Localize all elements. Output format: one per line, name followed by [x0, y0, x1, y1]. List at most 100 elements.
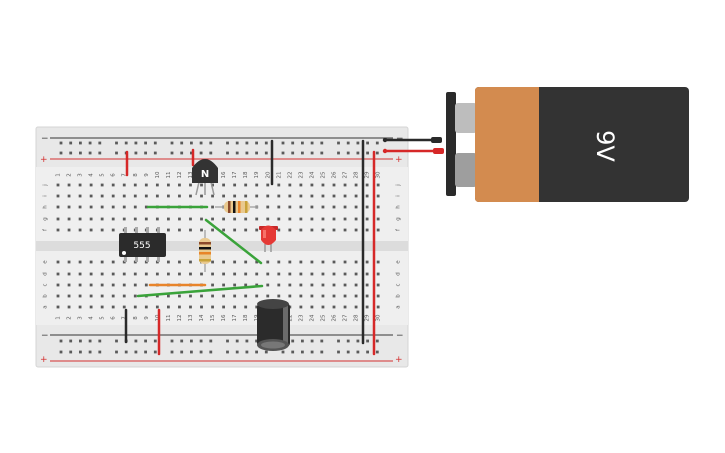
terminal-hole[interactable]	[332, 228, 336, 232]
terminal-hole[interactable]	[255, 183, 259, 187]
terminal-hole[interactable]	[167, 272, 170, 276]
terminal-hole[interactable]	[189, 272, 192, 276]
rail-hole[interactable]	[134, 151, 138, 155]
terminal-hole[interactable]	[299, 217, 303, 221]
terminal-hole[interactable]	[78, 283, 82, 287]
terminal-hole[interactable]	[100, 260, 104, 264]
rail-hole[interactable]	[337, 339, 340, 343]
terminal-hole[interactable]	[244, 260, 248, 264]
rail-hole[interactable]	[98, 339, 102, 343]
terminal-hole[interactable]	[255, 228, 259, 232]
resistor-horizontal[interactable]	[215, 201, 258, 213]
terminal-hole[interactable]	[133, 283, 137, 287]
terminal-hole[interactable]	[343, 217, 347, 221]
terminal-hole[interactable]	[67, 194, 71, 198]
terminal-hole[interactable]	[56, 183, 60, 187]
terminal-hole[interactable]	[244, 305, 248, 309]
terminal-hole[interactable]	[288, 205, 292, 209]
terminal-hole[interactable]	[133, 194, 137, 198]
rail-hole[interactable]	[170, 151, 174, 155]
rail-hole[interactable]	[366, 151, 369, 155]
terminal-hole[interactable]	[343, 283, 347, 287]
terminal-hole[interactable]	[266, 205, 270, 209]
terminal-hole[interactable]	[266, 217, 270, 221]
terminal-hole[interactable]	[376, 228, 380, 232]
terminal-hole[interactable]	[89, 305, 93, 309]
terminal-hole[interactable]	[244, 217, 248, 221]
electrolytic-capacitor[interactable]	[257, 299, 290, 351]
terminal-hole[interactable]	[332, 283, 336, 287]
terminal-hole[interactable]	[144, 205, 148, 209]
terminal-hole[interactable]	[222, 217, 225, 221]
terminal-hole[interactable]	[310, 194, 314, 198]
terminal-hole[interactable]	[332, 217, 336, 221]
rail-hole[interactable]	[199, 339, 203, 343]
terminal-hole[interactable]	[288, 283, 292, 287]
rail-hole[interactable]	[264, 151, 268, 155]
terminal-hole[interactable]	[155, 194, 159, 198]
terminal-hole[interactable]	[376, 205, 380, 209]
terminal-hole[interactable]	[277, 260, 281, 264]
terminal-hole[interactable]	[354, 217, 358, 221]
terminal-hole[interactable]	[111, 305, 115, 309]
rail-hole[interactable]	[209, 350, 213, 354]
rail-hole[interactable]	[375, 151, 379, 155]
terminal-hole[interactable]	[244, 194, 248, 198]
rail-hole[interactable]	[291, 141, 295, 145]
terminal-hole[interactable]	[167, 228, 170, 232]
rail-hole[interactable]	[144, 339, 147, 343]
terminal-hole[interactable]	[354, 294, 358, 298]
terminal-hole[interactable]	[178, 194, 181, 198]
terminal-hole[interactable]	[200, 217, 203, 221]
terminal-hole[interactable]	[178, 183, 181, 187]
rail-hole[interactable]	[310, 339, 314, 343]
terminal-hole[interactable]	[343, 194, 347, 198]
terminal-hole[interactable]	[332, 260, 336, 264]
terminal-hole[interactable]	[233, 283, 237, 287]
terminal-hole[interactable]	[354, 272, 358, 276]
terminal-hole[interactable]	[354, 183, 358, 187]
terminal-hole[interactable]	[310, 283, 314, 287]
terminal-hole[interactable]	[89, 272, 93, 276]
terminal-hole[interactable]	[222, 283, 225, 287]
terminal-hole[interactable]	[233, 260, 237, 264]
timer-ic-555[interactable]: 555	[119, 227, 166, 262]
terminal-hole[interactable]	[155, 217, 159, 221]
terminal-hole[interactable]	[255, 217, 259, 221]
rail-hole[interactable]	[301, 350, 304, 354]
terminal-hole[interactable]	[200, 305, 203, 309]
rail-hole[interactable]	[98, 141, 102, 145]
terminal-hole[interactable]	[189, 305, 192, 309]
terminal-hole[interactable]	[288, 194, 292, 198]
terminal-hole[interactable]	[222, 183, 225, 187]
terminal-hole[interactable]	[244, 294, 248, 298]
terminal-hole[interactable]	[321, 194, 325, 198]
terminal-hole[interactable]	[299, 283, 303, 287]
rail-hole[interactable]	[291, 350, 295, 354]
terminal-hole[interactable]	[354, 205, 358, 209]
terminal-hole[interactable]	[67, 205, 71, 209]
rail-hole[interactable]	[153, 141, 157, 145]
terminal-hole[interactable]	[233, 194, 237, 198]
terminal-hole[interactable]	[277, 183, 281, 187]
terminal-hole[interactable]	[56, 205, 60, 209]
terminal-hole[interactable]	[89, 283, 93, 287]
terminal-hole[interactable]	[167, 217, 170, 221]
rail-hole[interactable]	[301, 141, 304, 145]
terminal-hole[interactable]	[100, 205, 104, 209]
terminal-hole[interactable]	[111, 194, 115, 198]
terminal-hole[interactable]	[299, 272, 303, 276]
terminal-hole[interactable]	[178, 260, 181, 264]
terminal-hole[interactable]	[111, 205, 115, 209]
rail-hole[interactable]	[356, 151, 360, 155]
terminal-hole[interactable]	[122, 217, 126, 221]
terminal-hole[interactable]	[200, 272, 203, 276]
terminal-hole[interactable]	[332, 305, 336, 309]
terminal-hole[interactable]	[100, 194, 104, 198]
terminal-hole[interactable]	[111, 260, 115, 264]
rail-hole[interactable]	[190, 350, 193, 354]
terminal-hole[interactable]	[89, 260, 93, 264]
terminal-hole[interactable]	[288, 228, 292, 232]
terminal-hole[interactable]	[78, 272, 82, 276]
rail-hole[interactable]	[310, 350, 314, 354]
